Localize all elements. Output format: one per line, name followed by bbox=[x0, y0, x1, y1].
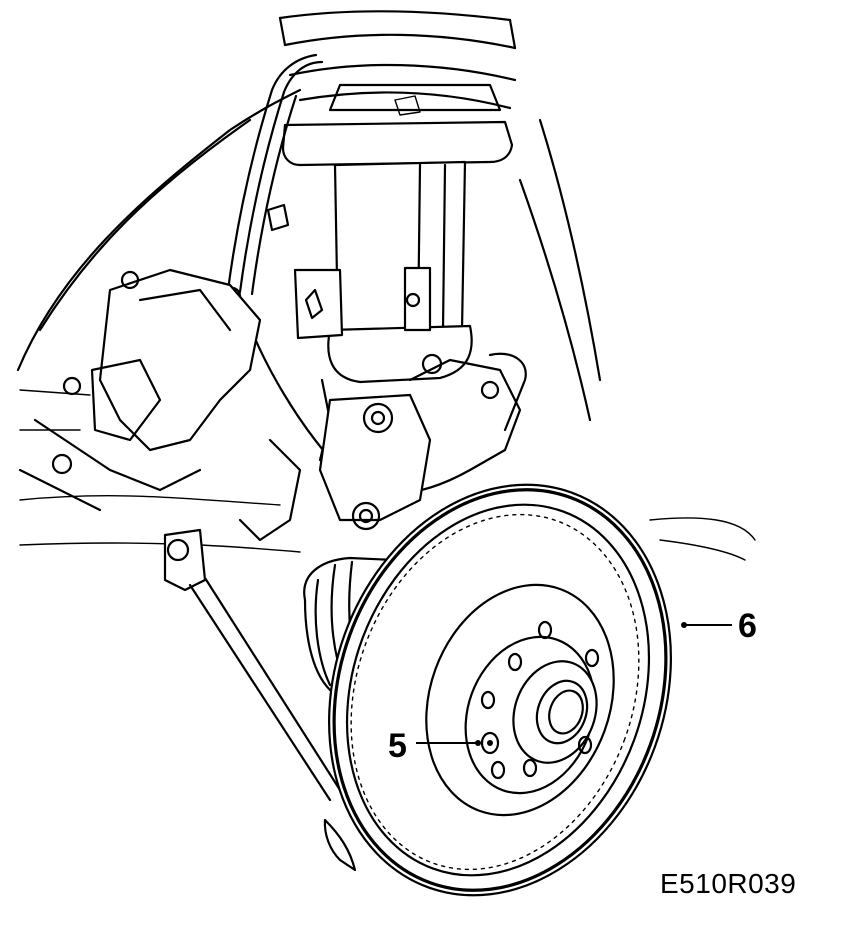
wheel-bolt-holes bbox=[480, 620, 600, 780]
wheel-hub bbox=[464, 635, 598, 795]
wheel-arch bbox=[16, 88, 756, 561]
reference-code: E510R039 bbox=[660, 868, 797, 899]
subframe bbox=[18, 268, 262, 512]
leader-dot-5 bbox=[475, 740, 481, 746]
steering-knuckle bbox=[238, 352, 527, 542]
callout-5: 5 bbox=[388, 727, 407, 765]
lower-control-arm bbox=[163, 528, 357, 872]
strut bbox=[293, 160, 473, 472]
leader-dot-6 bbox=[681, 622, 687, 628]
coil-spring bbox=[278, 10, 517, 112]
spring-seat bbox=[281, 120, 514, 167]
callout-6: 6 bbox=[738, 607, 757, 645]
brake-disc bbox=[328, 483, 672, 897]
